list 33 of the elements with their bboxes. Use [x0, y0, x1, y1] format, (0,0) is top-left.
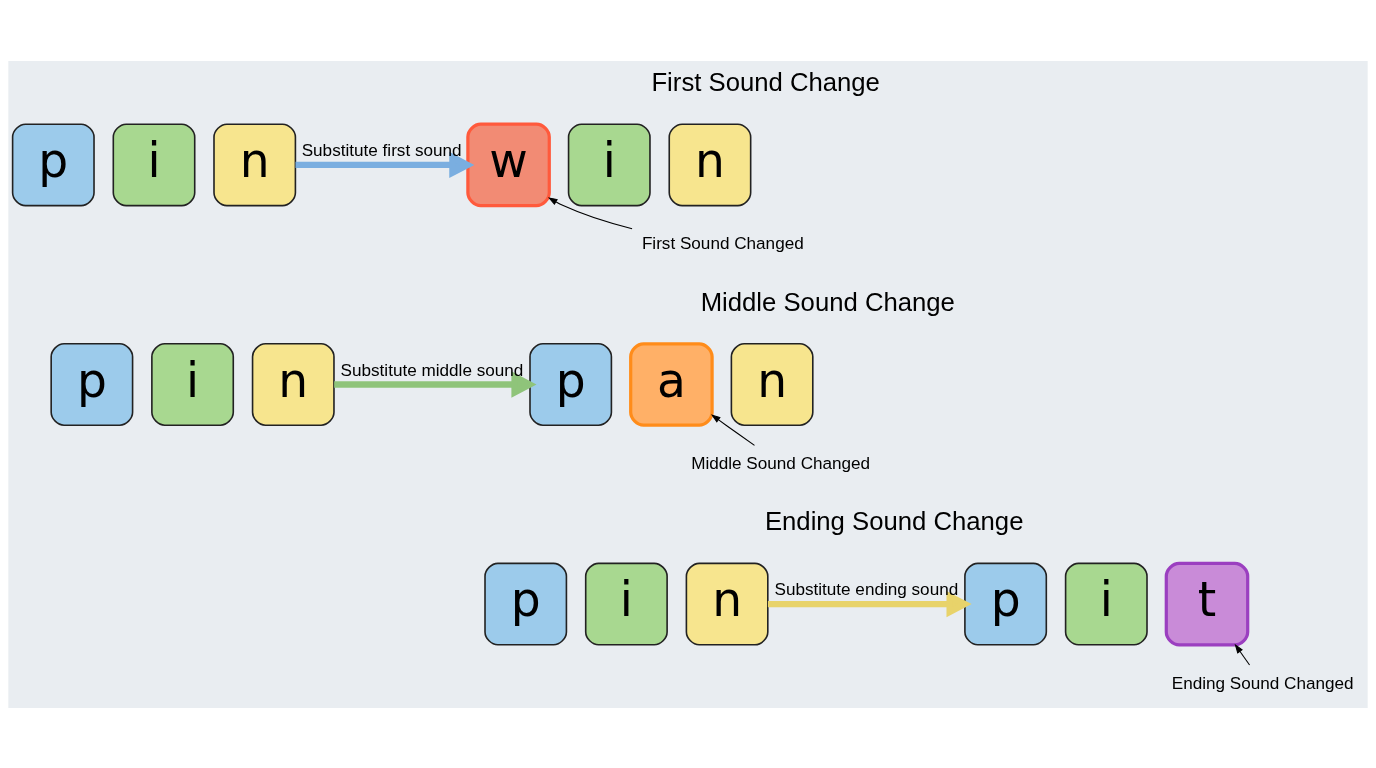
arrow: [767, 590, 972, 617]
node-box: i: [1064, 562, 1148, 646]
node-box: n: [251, 342, 335, 426]
node-box: t: [1164, 561, 1250, 646]
arrow: [1234, 643, 1251, 665]
arrow: [547, 196, 633, 229]
node-box: n: [213, 122, 297, 206]
arrow: [295, 151, 475, 178]
arrow: [334, 370, 537, 398]
node-text: First Sound Changed: [641, 232, 804, 253]
node-box: i: [567, 122, 651, 206]
node-box: i: [584, 562, 668, 646]
node-text: Ending Sound Changed: [1171, 672, 1354, 692]
node-box: a: [629, 341, 714, 427]
node-box: p: [484, 562, 568, 646]
node-box: n: [730, 342, 814, 426]
node-box: i: [112, 122, 196, 206]
node-text: Middle Sound Changed: [691, 452, 871, 473]
node-box: w: [466, 122, 551, 207]
node-box: p: [529, 342, 613, 426]
edge-label: Substitute middle sound: [340, 359, 524, 380]
node-box: i: [151, 342, 235, 426]
edge-label: Substitute first sound: [301, 139, 462, 160]
arrow: [710, 413, 756, 446]
node-box: p: [50, 342, 134, 426]
node-box: n: [685, 562, 769, 646]
label: Ending Sound Change: [764, 506, 1024, 535]
edge-label: Substitute ending sound: [774, 578, 959, 599]
node-box: p: [11, 122, 95, 206]
node-box: n: [668, 122, 752, 206]
label: Middle Sound Change: [700, 287, 955, 316]
label: First Sound Change: [651, 67, 880, 96]
node-box: p: [964, 562, 1048, 646]
